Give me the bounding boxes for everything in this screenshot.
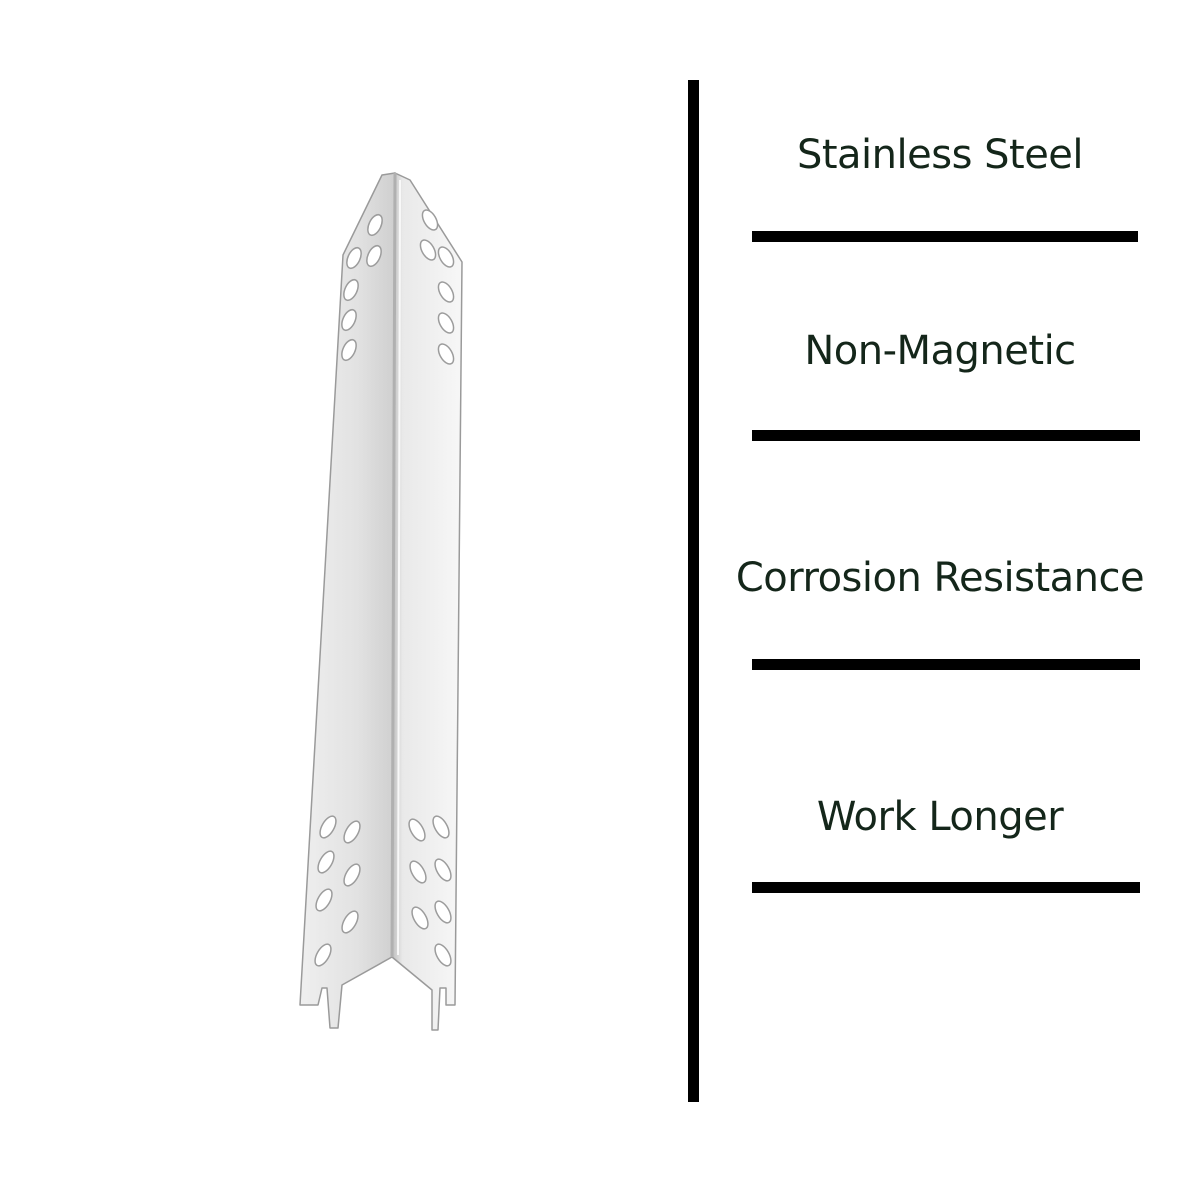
vent-holes — [314, 209, 455, 967]
feature-stainless-steel: Stainless Steel — [796, 132, 1084, 178]
vertical-divider — [688, 80, 699, 1102]
feature-underline-1 — [752, 231, 1138, 242]
feature-underline-3 — [752, 659, 1140, 670]
plate-ridge — [390, 172, 397, 958]
plate-left-face — [299, 172, 396, 1029]
feature-underline-4 — [752, 882, 1140, 893]
feature-underline-2 — [752, 430, 1140, 441]
heat-plate-icon — [299, 172, 463, 1031]
feature-work-longer: Work Longer — [816, 794, 1064, 840]
plate-right-face — [391, 172, 463, 1031]
feature-corrosion-resistance: Corrosion Resistance — [735, 555, 1145, 601]
feature-non-magnetic: Non-Magnetic — [804, 328, 1076, 374]
